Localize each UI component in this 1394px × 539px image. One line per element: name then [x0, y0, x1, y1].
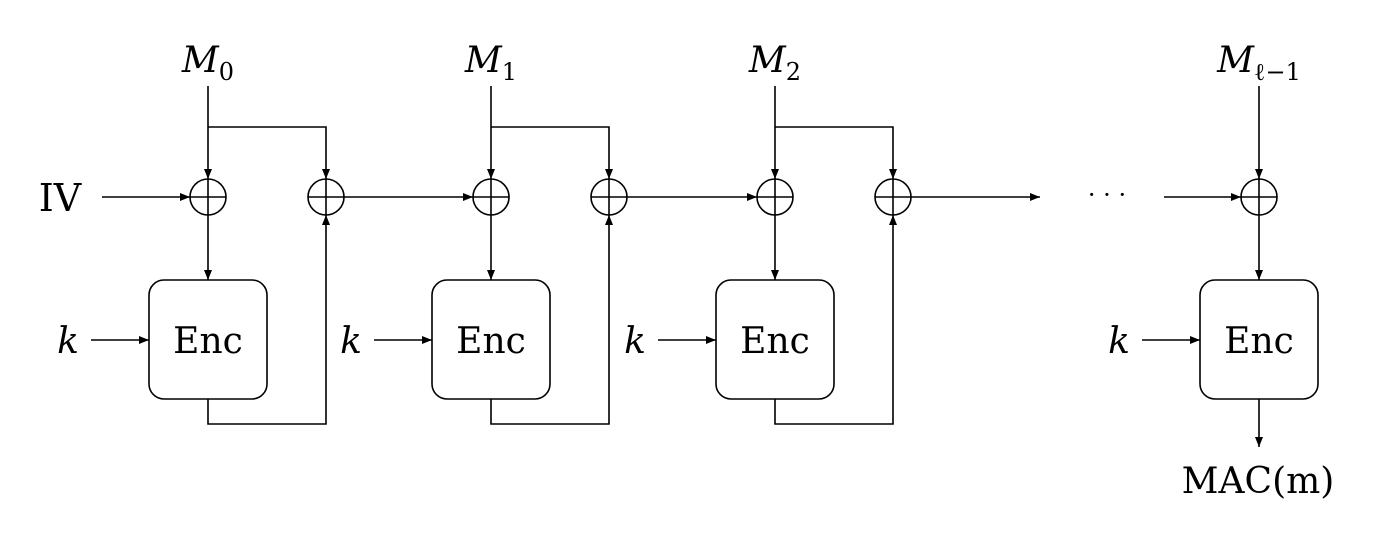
enc-label-0: Enc: [173, 321, 243, 362]
key-label-2: k: [624, 321, 646, 362]
message-branch-arrow-2: [775, 126, 897, 179]
iv-label: IV: [39, 176, 82, 220]
key-label-3: k: [1108, 321, 1130, 362]
ellipsis: · · ·: [1088, 181, 1126, 209]
message-label-0: M0: [181, 40, 234, 86]
enc-label-3: Enc: [1224, 321, 1294, 362]
key-label-0: k: [57, 321, 79, 362]
enc-feedback-arrow-2: [774, 215, 897, 425]
enc-label-2: Enc: [740, 321, 810, 362]
message-branch-arrow-0: [208, 126, 330, 179]
enc-feedback-arrow-1: [490, 215, 613, 425]
message-label-2: M2: [748, 40, 801, 86]
message-label-1: M1: [464, 40, 517, 86]
message-branch-arrow-1: [491, 126, 613, 179]
output-label: MAC(m): [1182, 461, 1335, 502]
key-label-1: k: [340, 321, 362, 362]
enc-feedback-arrow-0: [207, 215, 330, 425]
enc-label-1: Enc: [456, 321, 526, 362]
message-label-3: Mℓ−1: [1216, 40, 1301, 86]
